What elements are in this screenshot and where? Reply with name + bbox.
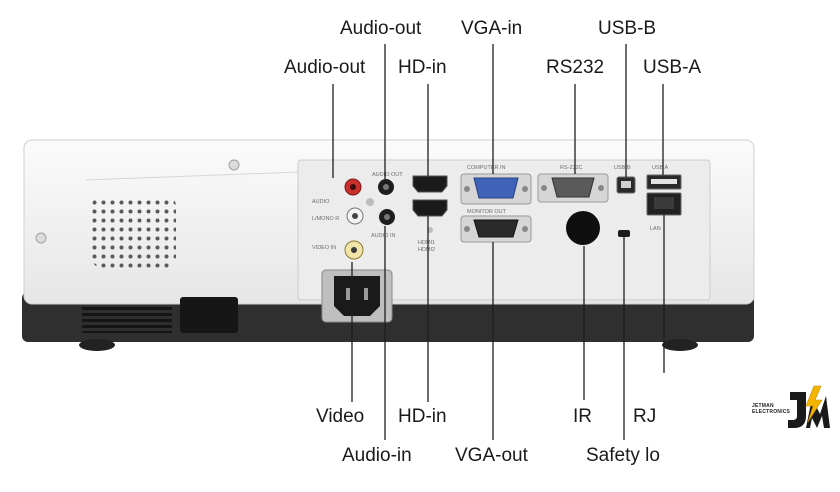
- logo-text: JETMAN ELECTRONICS: [752, 403, 790, 415]
- callout-usb-a: USB-A: [643, 57, 702, 78]
- panel-label-audio: AUDIO: [312, 199, 330, 205]
- speaker-grill: [92, 196, 176, 268]
- panel-label-monitor-out: MONITOR OUT: [467, 209, 507, 215]
- ir-receiver: [566, 211, 600, 245]
- callout-audio-in: Audio-in: [342, 445, 412, 466]
- callout-ir: IR: [573, 406, 592, 427]
- foot-left: [79, 339, 115, 351]
- callout-hd-in-bottom: HD-in: [398, 406, 447, 427]
- panel-label-audio-out: AUDIO OUT: [372, 172, 403, 178]
- panel-label-rs232c: RS-232C: [560, 165, 583, 171]
- hdmi2-port: [412, 199, 448, 217]
- logo-line2: ELECTRONICS: [752, 409, 791, 415]
- brand-logo: JETMAN ELECTRONICS: [752, 384, 834, 434]
- panel-label-lan: LAN: [650, 226, 661, 232]
- power-inlet: [334, 276, 380, 316]
- panel-label-audio-in: AUDIO IN: [371, 233, 395, 239]
- panel-label-video-in: VIDEO IN: [312, 245, 336, 251]
- callout-audio-out-left: Audio-out: [284, 57, 366, 78]
- panel-label-hdmi1: HDMI1: [418, 240, 435, 246]
- leader-lines: [332, 44, 665, 440]
- callout-video: Video: [316, 406, 365, 427]
- panel-label-computer-in: COMPUTER IN: [467, 165, 506, 171]
- screw-left: [35, 232, 47, 244]
- panel-label-l-mono-r: L/MONO R: [312, 216, 339, 222]
- callout-vga-out: VGA-out: [455, 445, 528, 466]
- panel-label-usb-b: USB B: [614, 165, 631, 171]
- safety-lock-slot: [618, 230, 630, 237]
- callout-rj: RJ: [633, 406, 657, 427]
- logo-line1: JETMAN: [752, 403, 774, 409]
- callout-rs232: RS232: [546, 57, 605, 78]
- vga-out-port: [473, 219, 519, 238]
- callout-audio-out-top: Audio-out: [340, 18, 422, 39]
- base-vent: [82, 305, 172, 333]
- callout-safety-lock: Safety lo: [586, 445, 660, 466]
- callout-vga-in: VGA-in: [461, 18, 523, 39]
- callout-hd-in-top: HD-in: [398, 57, 447, 78]
- callout-usb-b: USB-B: [598, 18, 657, 39]
- logo-mark-icon: [788, 385, 830, 428]
- hdmi1-port: [412, 175, 448, 193]
- vga-in-port: [473, 177, 519, 199]
- foot-right: [662, 339, 698, 351]
- base-block: [180, 297, 238, 333]
- screw: [228, 159, 240, 171]
- panel-label-hdmi2: HDMI2: [418, 247, 435, 253]
- rs232-port: [551, 177, 595, 198]
- panel-label-usb-a: USB A: [652, 165, 669, 171]
- top-seam: [85, 171, 301, 181]
